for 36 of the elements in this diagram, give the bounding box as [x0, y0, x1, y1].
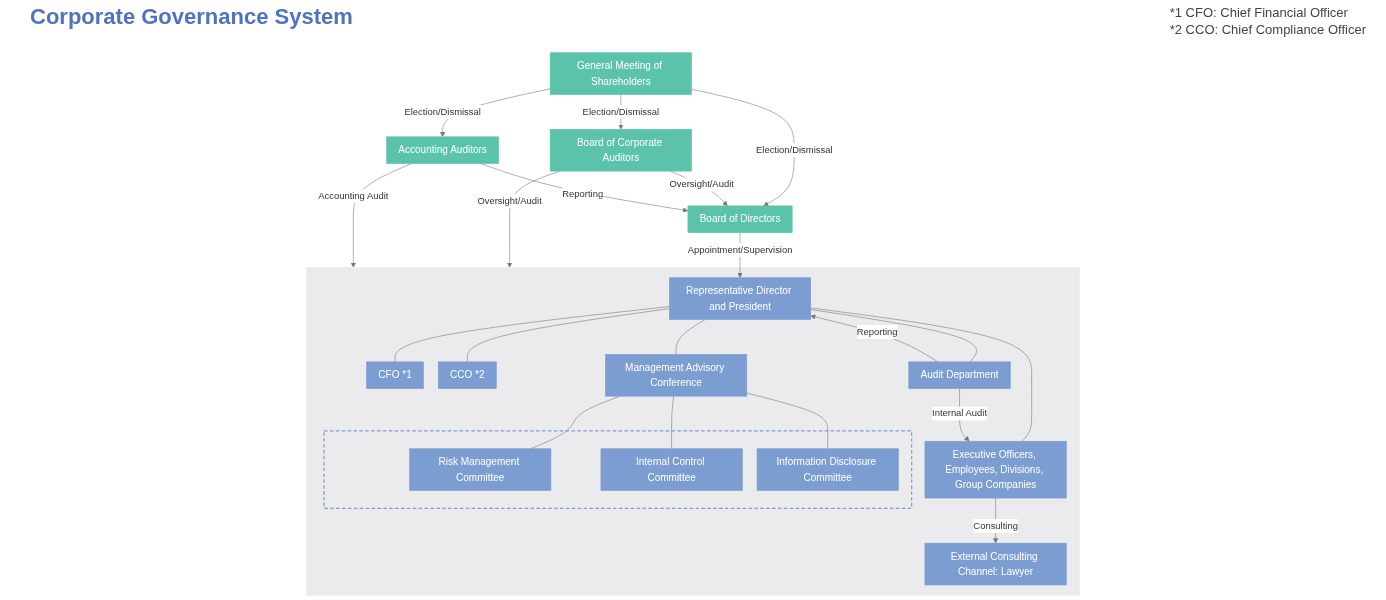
edge-label: Appointment/Supervision [687, 244, 793, 255]
edge-label: Reporting [856, 326, 898, 337]
node-box: Board of Directors [687, 205, 793, 233]
node-box: General Meeting of Shareholders [549, 52, 692, 95]
node-box: Information Disclosure Committee [756, 448, 899, 491]
cluster [323, 430, 913, 509]
footnote: *2 CCO: Chief Compliance Officer [1169, 21, 1366, 38]
node-box: External Consulting Channel: Lawyer [924, 542, 1067, 586]
connector [671, 395, 674, 450]
node-box: Risk Management Committee [409, 448, 552, 491]
edge-label: Reporting [562, 188, 604, 199]
node-box: Audit Department [908, 361, 1011, 389]
edge-label: Election/Dismissal [756, 144, 833, 155]
footnote: *1 CFO: Chief Financial Officer [1169, 4, 1349, 21]
node-box: CCO *2 [437, 361, 497, 389]
cluster [306, 267, 1080, 596]
edge-label: Oversight/Audit [477, 195, 542, 206]
edge-label: Oversight/Audit [669, 179, 734, 190]
edge-label: Election/Dismissal [404, 106, 481, 117]
edge-label: Consulting [973, 520, 1018, 531]
edge-label: Election/Dismissal [582, 106, 660, 117]
connector [394, 306, 670, 363]
edge-label: Internal Audit [932, 408, 988, 419]
node-box: Internal Control Committee [600, 448, 743, 491]
connector [675, 319, 706, 355]
connector [746, 392, 828, 450]
connector [467, 308, 670, 363]
node-box: Management Advisory Conference [605, 354, 748, 397]
node-box: Board of Corporate Auditors [549, 129, 692, 172]
node-box: Accounting Auditors [386, 136, 499, 164]
diagram-title: Corporate Governance System [30, 4, 353, 30]
connector [810, 309, 977, 363]
edge-label: Accounting Audit [318, 191, 389, 202]
node-box: Executive Officers, Employees, Divisions, Group Companies [924, 440, 1067, 499]
node-box: Representative Director and President [669, 277, 812, 320]
node-box: CFO *1 [366, 361, 424, 389]
